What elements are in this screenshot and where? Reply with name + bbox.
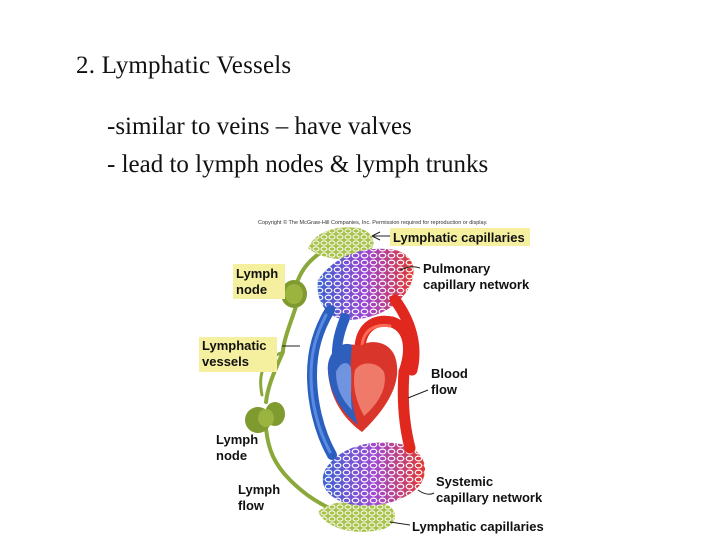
lymphatic-capillaries-bottom [318, 500, 396, 532]
leader-lines [282, 231, 435, 526]
label-lymph-flow-line2: flow [238, 498, 265, 513]
label-pulmonary-line2: capillary network [423, 277, 530, 292]
label-lymph-node-bottom-line1: Lymph [216, 432, 258, 447]
arterial-vessels [354, 294, 420, 454]
lymph-node-upper [281, 280, 307, 308]
lymphatic-capillaries-top [308, 227, 374, 260]
label-systemic-line1: Systemic [436, 474, 493, 489]
label-lymph-node-top-line2: node [236, 282, 267, 297]
label-lymphatic-vessels-line1: Lymphatic [202, 338, 267, 353]
label-lymphatic-capillaries-bottom: Lymphatic capillaries [412, 519, 544, 534]
bullet-item: - lead to lymph nodes & lymph trunks [107, 151, 489, 178]
lymph-node-lower [245, 402, 285, 433]
label-blood-flow-line1: Blood [431, 366, 468, 381]
label-pulmonary-line1: Pulmonary [423, 261, 491, 276]
label-systemic-line2: capillary network [436, 490, 543, 505]
label-lymph-node-bottom-line2: node [216, 448, 247, 463]
arterial-highlight [360, 323, 392, 348]
lymphatic-capillaries-top-highlight [390, 228, 530, 246]
copyright-notice: Copyright © The McGraw-Hill Companies, I… [258, 219, 488, 226]
label-lymphatic-capillaries-top: Lymphatic capillaries [393, 230, 525, 245]
label-lymphatic-vessels-line2: vessels [202, 354, 249, 369]
bullet-list: -similar to veins – have valves - lead t… [107, 108, 488, 184]
bullet-item: -similar to veins – have valves [107, 113, 412, 140]
pulmonary-capillary-network [317, 248, 414, 320]
label-lymph-flow-line1: Lymph [238, 482, 280, 497]
label-lymph-node-top-line1: Lymph [236, 266, 278, 281]
heart [327, 342, 398, 432]
label-blood-flow-line2: flow [431, 382, 458, 397]
lymphatic-vessels-highlight [199, 337, 277, 372]
venous-highlight [309, 313, 332, 454]
slide-title: 2. Lymphatic Vessels [76, 52, 292, 79]
lymph-node-top-highlight [233, 264, 285, 299]
systemic-capillary-network [322, 442, 425, 506]
